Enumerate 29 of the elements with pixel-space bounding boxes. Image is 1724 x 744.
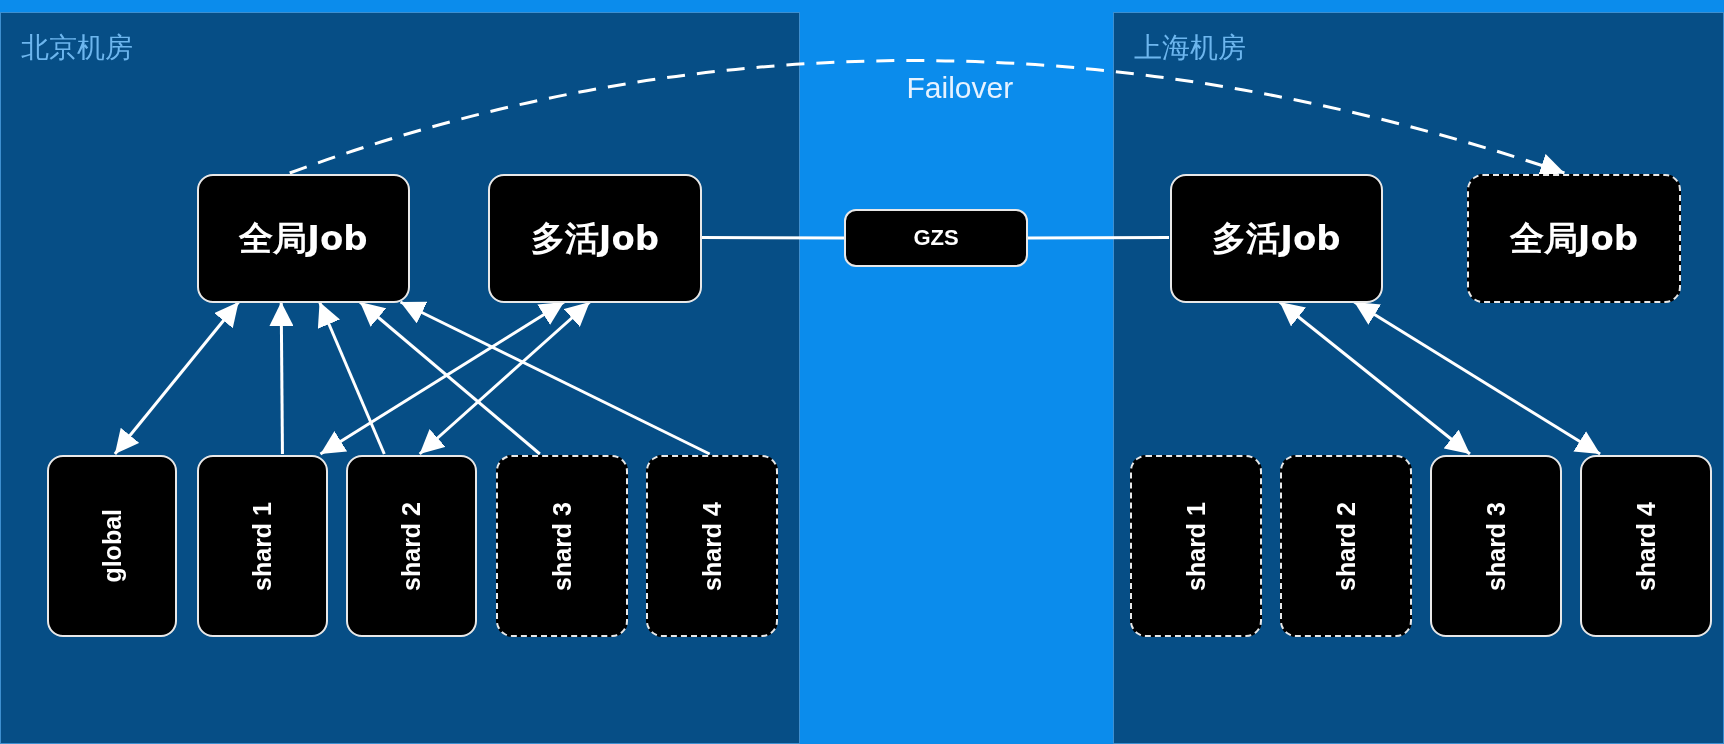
shard-box: shard 2 bbox=[1280, 455, 1412, 637]
arrow bbox=[359, 300, 541, 456]
arrow bbox=[399, 300, 711, 456]
shard-box: shard 1 bbox=[197, 455, 328, 637]
shard-box: shard 1 bbox=[1130, 455, 1262, 637]
gzs-box: GZS bbox=[844, 209, 1028, 267]
job-box: 多活Job bbox=[488, 174, 702, 303]
shard-box: shard 3 bbox=[496, 455, 628, 637]
shard-box: shard 4 bbox=[1580, 455, 1712, 637]
shard-box: shard 3 bbox=[1430, 455, 1562, 637]
arrow bbox=[319, 300, 565, 456]
shard-box: global bbox=[47, 455, 177, 637]
arrow bbox=[1353, 300, 1601, 456]
job-box: 全局Job bbox=[1467, 174, 1681, 303]
arrow bbox=[1278, 300, 1471, 456]
arrow bbox=[418, 300, 591, 456]
job-box: 全局Job bbox=[197, 174, 410, 303]
job-box: 多活Job bbox=[1170, 174, 1383, 303]
shard-box: shard 2 bbox=[346, 455, 477, 637]
shard-box: shard 4 bbox=[646, 455, 778, 637]
arrow bbox=[269, 302, 294, 454]
connector-line bbox=[701, 236, 844, 240]
room-title: 上海机房 bbox=[1134, 30, 1246, 66]
room-panel bbox=[1113, 12, 1724, 744]
room-panel bbox=[0, 12, 800, 744]
arrow bbox=[317, 301, 386, 455]
room-title: 北京机房 bbox=[21, 30, 133, 66]
arrow bbox=[113, 301, 240, 455]
connector-line bbox=[1028, 236, 1169, 240]
